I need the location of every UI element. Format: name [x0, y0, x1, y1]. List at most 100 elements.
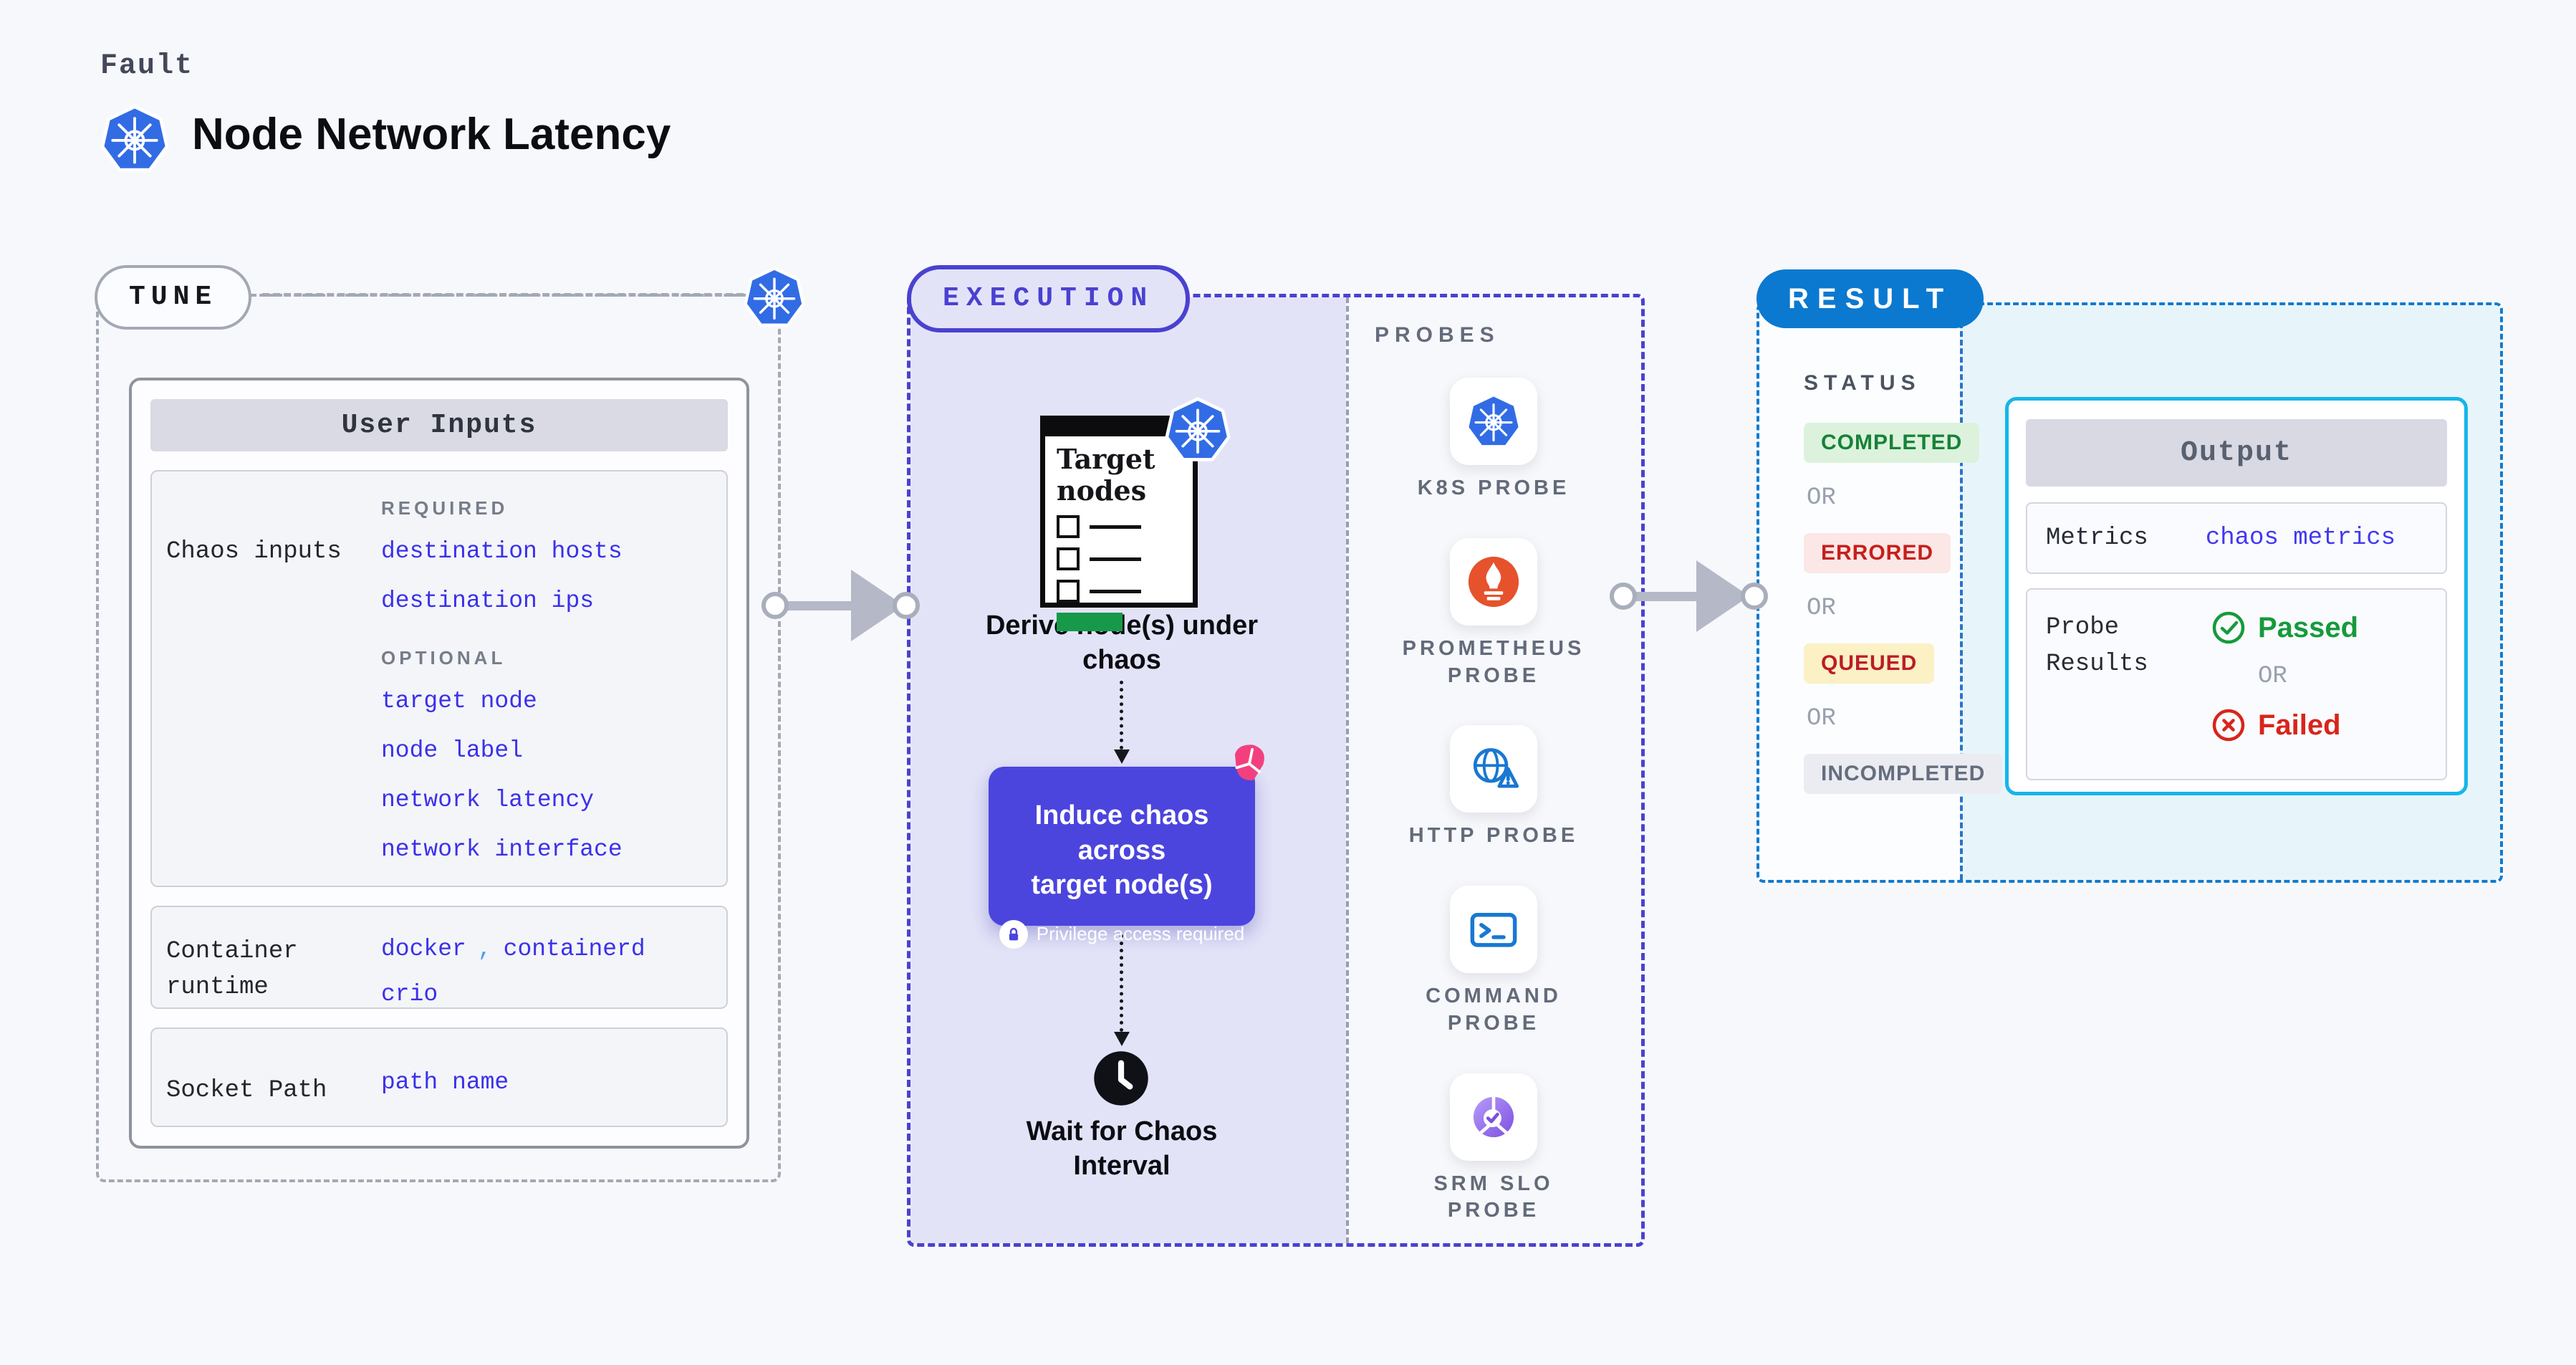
chaos-inputs-values: REQUIRED destination hosts destination i… [381, 471, 726, 886]
container-runtime-row: Container runtime docker , containerd cr… [150, 906, 728, 1010]
connector-dot [1610, 583, 1637, 610]
arrow-head-icon [1114, 749, 1130, 764]
passed-label: Passed [2258, 611, 2359, 643]
or-separator: OR [1807, 484, 1836, 512]
runtime-link-docker[interactable]: docker [381, 936, 466, 963]
node-line [1090, 525, 1141, 529]
optional-caption: OPTIONAL [381, 647, 506, 669]
connector-line [787, 601, 852, 610]
input-link-network-latency[interactable]: network latency [381, 787, 595, 814]
chaos-inputs-label: Chaos inputs [166, 538, 342, 566]
globe-alert-icon [1466, 741, 1522, 797]
metrics-label: Metrics [2046, 525, 2148, 552]
privilege-note: Privilege access required [989, 919, 1255, 949]
connector-dot [1741, 583, 1768, 610]
flow-dotted-line [1120, 681, 1123, 749]
progress-bar [1057, 613, 1123, 632]
runtime-separator: , [477, 936, 492, 963]
probe-results-label: Probe Results [2046, 614, 2148, 678]
execution-probes-divider [1346, 297, 1349, 1243]
probe-item-http: HTTP PROBE [1397, 725, 1590, 850]
runtime-link-crio[interactable]: crio [381, 981, 438, 1008]
or-separator: OR [2258, 663, 2287, 690]
metrics-row: Metrics chaos metrics [2026, 502, 2447, 574]
probe-label: COMMAND PROBE [1426, 985, 1562, 1035]
status-chip-errored: ERRORED [1804, 533, 1951, 573]
input-link-node-label[interactable]: node label [381, 737, 524, 765]
induce-title-line2: target node(s) [1031, 870, 1213, 901]
input-link-destination-ips[interactable]: destination ips [381, 588, 595, 615]
probe-card [1450, 1073, 1537, 1161]
status-heading: STATUS [1804, 371, 1921, 395]
terminal-icon [1466, 901, 1522, 957]
slo-pie-icon [1466, 1089, 1522, 1145]
or-separator: OR [1807, 705, 1836, 732]
probe-item-prometheus: PROMETHEUS PROBE [1397, 537, 1590, 689]
checkbox-icon [1057, 547, 1080, 571]
check-circle-icon [2211, 610, 2246, 646]
probe-card [1450, 725, 1537, 813]
status-chip-incompleted: INCOMPLETED [1804, 754, 2003, 794]
metrics-value-link[interactable]: chaos metrics [2205, 525, 2396, 552]
connector-dot [893, 592, 920, 619]
tune-badge: TUNE [95, 265, 252, 330]
kubernetes-icon [1165, 397, 1231, 463]
privilege-note-text: Privilege access required [1036, 923, 1245, 945]
status-chip-queued: QUEUED [1804, 643, 1935, 684]
probe-label: SRM SLO PROBE [1433, 1172, 1554, 1222]
probe-item-srm-slo: SRM SLO PROBE [1397, 1073, 1590, 1225]
page-title: Node Network Latency [192, 110, 671, 159]
node-line [1090, 557, 1141, 561]
target-card-titlebar [1040, 416, 1198, 431]
prometheus-icon [1466, 554, 1522, 610]
probes-list: K8S PROBE PROMETHEUS PROBE HTTP PROBE CO… [1346, 378, 1641, 1225]
probe-results-values: Passed OR Failed [2211, 610, 2358, 759]
x-circle-icon [2211, 707, 2246, 743]
or-separator: OR [1807, 595, 1836, 622]
socket-path-link[interactable]: path name [381, 1069, 509, 1096]
target-card-body: Target nodes [1040, 431, 1198, 632]
output-card: Output Metrics chaos metrics Probe Resul… [2005, 397, 2468, 795]
status-chip-completed: COMPLETED [1804, 423, 1980, 463]
induce-title-line1: Induce chaos across [1034, 800, 1209, 866]
clock-icon [1092, 1049, 1150, 1108]
input-link-network-interface[interactable]: network interface [381, 836, 623, 863]
result-section: STATUS COMPLETED OR ERRORED OR QUEUED OR… [1756, 302, 2503, 883]
user-inputs-card: User Inputs Chaos inputs REQUIRED destin… [129, 378, 749, 1149]
connector-dot [761, 592, 789, 619]
input-link-destination-hosts[interactable]: destination hosts [381, 538, 623, 565]
failed-result: Failed [2211, 707, 2358, 743]
probe-results-row: Probe Results Passed OR Failed [2026, 588, 2447, 780]
container-runtime-label: Container runtime [166, 938, 298, 1001]
probe-label: HTTP PROBE [1408, 824, 1579, 848]
passed-result: Passed [2211, 610, 2358, 646]
socket-path-row: Socket Path path name [150, 1028, 728, 1127]
input-link-target-node[interactable]: target node [381, 688, 537, 715]
node-list-item [1057, 547, 1181, 571]
lock-icon [999, 919, 1028, 949]
node-line [1090, 589, 1141, 593]
target-nodes-card: Target nodes [1040, 416, 1198, 632]
runtime-link-containerd[interactable]: containerd [503, 936, 645, 963]
probe-item-k8s: K8S PROBE [1397, 378, 1590, 502]
output-header: Output [2026, 419, 2447, 487]
litmus-chaos-icon [1224, 738, 1275, 790]
result-badge: RESULT [1756, 269, 1984, 328]
kubernetes-icon [1466, 393, 1522, 449]
socket-path-label: Socket Path [166, 1077, 327, 1105]
induce-chaos-title: Induce chaos across target node(s) [1000, 798, 1244, 903]
kubernetes-icon [100, 105, 169, 173]
status-column: STATUS COMPLETED OR ERRORED OR QUEUED OR… [1804, 371, 2003, 794]
flow-dotted-line [1120, 934, 1123, 1032]
checkbox-icon [1057, 515, 1080, 539]
arrow-head-icon [1114, 1032, 1130, 1046]
execution-section: PROBES K8S PROBE PROMETHEUS PROBE HTTP P… [907, 294, 1645, 1247]
failed-label: Failed [2258, 709, 2341, 741]
chaos-inputs-row: Chaos inputs REQUIRED destination hosts … [150, 470, 728, 888]
checkbox-icon [1057, 580, 1080, 603]
target-nodes-title: Target nodes [1057, 443, 1155, 507]
execution-badge: EXECUTION [907, 265, 1191, 332]
node-list-item [1057, 580, 1181, 603]
wait-interval-label: Wait for Chaos Interval [1026, 1116, 1218, 1181]
